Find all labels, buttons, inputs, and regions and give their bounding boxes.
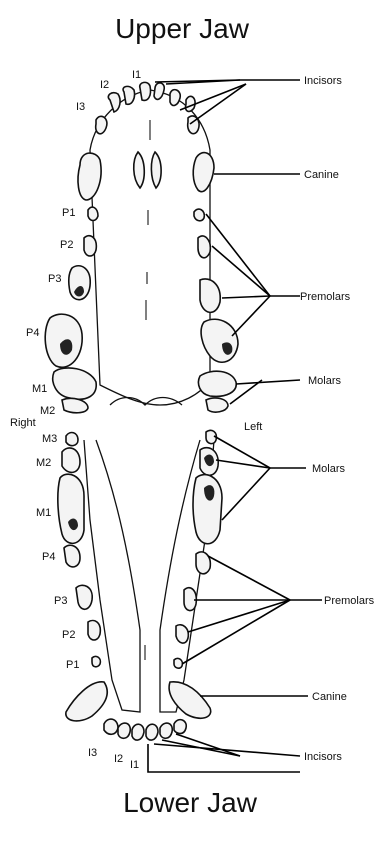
callout-lower-premolars: Premolars <box>324 595 375 607</box>
upper-p2-right <box>84 236 96 256</box>
upper-p3-left <box>200 279 220 312</box>
lower-m1-left <box>193 475 222 544</box>
label-lower-p2: P2 <box>62 629 75 641</box>
upper-p1-left <box>194 209 204 221</box>
lower-p4-right <box>64 545 80 567</box>
label-lower-i1: I1 <box>130 759 139 771</box>
label-lower-i2: I2 <box>114 753 123 765</box>
palatine-fissure-left <box>134 152 145 188</box>
label-upper-p3: P3 <box>48 273 61 285</box>
label-upper-m2: M2 <box>40 405 55 417</box>
lower-m2-right <box>62 448 80 472</box>
label-lower-i3: I3 <box>88 747 97 759</box>
label-lower-p3: P3 <box>54 595 67 607</box>
upper-m1-left <box>198 371 236 396</box>
upper-jaw-title: Upper Jaw <box>115 13 250 44</box>
label-upper-i3: I3 <box>76 101 85 113</box>
lower-m1-right <box>58 474 84 543</box>
lower-jaw-title: Lower Jaw <box>123 787 258 818</box>
upper-m2-right <box>62 398 88 412</box>
callout-upper-molars: Molars <box>308 375 342 387</box>
callout-upper-incisors: Incisors <box>304 75 342 87</box>
label-upper-p2: P2 <box>60 239 73 251</box>
lower-p3-right <box>76 585 92 609</box>
lower-incisor-teeth <box>104 719 186 740</box>
upper-p2-left <box>198 236 210 258</box>
callout-upper-premolars: Premolars <box>300 291 351 303</box>
label-lower-p1: P1 <box>66 659 79 671</box>
label-lower-m1: M1 <box>36 507 51 519</box>
upper-p1-right <box>88 207 98 220</box>
upper-m1-right <box>53 368 96 399</box>
side-label-left: Left <box>244 421 262 433</box>
callout-lower-canine: Canine <box>312 691 347 703</box>
lower-p3-left <box>184 588 196 611</box>
callout-lower-molars: Molars <box>312 463 346 475</box>
lower-p1-right <box>92 656 100 666</box>
label-upper-i2: I2 <box>100 79 109 91</box>
upper-canine-left <box>193 153 214 192</box>
lower-p4-left <box>196 552 210 574</box>
label-upper-i1: I1 <box>132 69 141 81</box>
lower-callout-lines <box>148 436 322 772</box>
side-label-right: Right <box>10 417 36 429</box>
upper-p4-left <box>201 319 238 362</box>
label-lower-m3: M3 <box>42 433 57 445</box>
callout-lower-incisors: Incisors <box>304 751 342 763</box>
lower-mandible-right <box>84 440 140 712</box>
palatine-fissure-right <box>151 152 161 188</box>
callout-upper-canine: Canine <box>304 169 339 181</box>
upper-m2-left <box>206 398 228 412</box>
lower-canine-left <box>169 682 211 718</box>
label-upper-p4: P4 <box>26 327 39 339</box>
label-upper-m1: M1 <box>32 383 47 395</box>
lower-p2-right <box>88 621 100 641</box>
label-lower-m2: M2 <box>36 457 51 469</box>
lower-jaw <box>58 430 222 740</box>
lower-p2-left <box>176 625 188 643</box>
lower-m3-right <box>66 433 78 446</box>
label-lower-p4: P4 <box>42 551 55 563</box>
upper-canine-right <box>78 153 101 200</box>
lower-p1-left <box>174 658 182 668</box>
lower-canine-right <box>66 682 107 721</box>
upper-jaw <box>45 82 238 412</box>
label-upper-p1: P1 <box>62 207 75 219</box>
